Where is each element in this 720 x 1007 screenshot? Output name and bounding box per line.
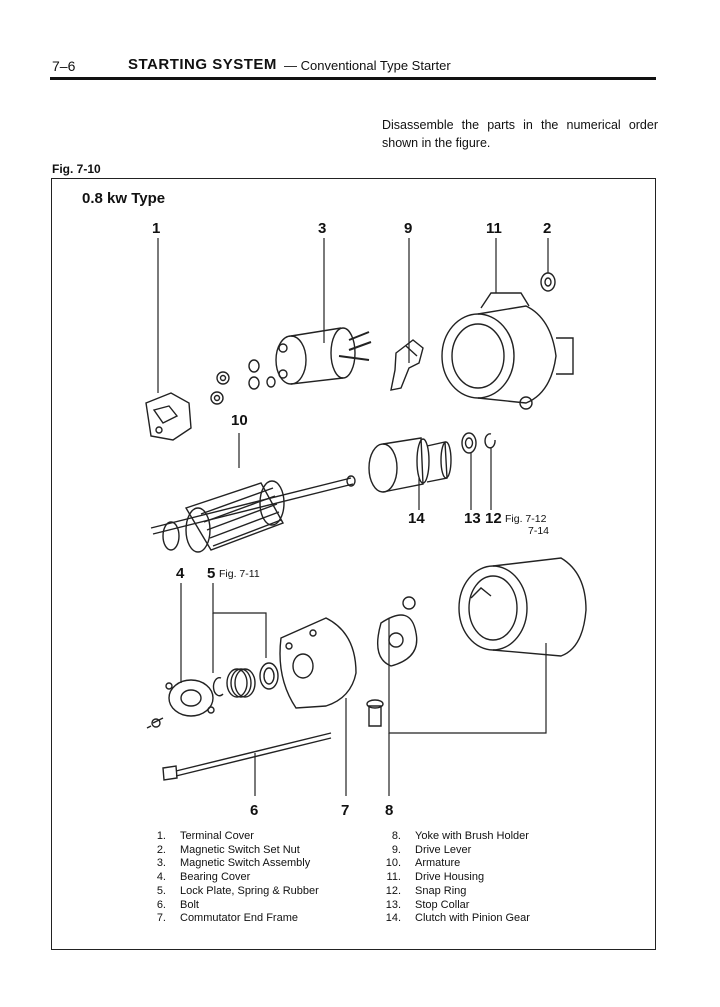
legend-item: 12.Snap Ring xyxy=(385,884,467,897)
section-subtitle: — Conventional Type Starter xyxy=(284,58,451,73)
callout-5-ref: Fig. 7-11 xyxy=(219,568,260,580)
set-nut-part xyxy=(540,272,556,292)
legend-item: 2.Magnetic Switch Set Nut xyxy=(156,843,300,856)
armature-part xyxy=(150,475,356,553)
callout-13: 13 xyxy=(464,510,481,527)
yoke-part xyxy=(458,557,587,657)
legend-item: 11.Drive Housing xyxy=(386,871,485,884)
legend-item: 4.Bearing Cover xyxy=(156,871,251,884)
frame-bolt-part xyxy=(366,699,384,727)
leader-lines xyxy=(157,238,549,796)
legend-item: 9.Drive Lever xyxy=(391,843,472,856)
figure-label: Fig. 7-10 xyxy=(52,162,101,176)
exploded-view-diagram xyxy=(145,238,587,796)
through-bolt-part xyxy=(162,732,332,781)
terminal-cover-part xyxy=(145,392,192,441)
switch-nuts-part xyxy=(210,359,276,405)
page-number: 7–6 xyxy=(52,58,76,74)
callout-9: 9 xyxy=(404,220,413,237)
brush-holder-part xyxy=(377,596,418,667)
callout-6: 6 xyxy=(250,802,259,819)
callout-4: 4 xyxy=(176,565,185,582)
legend-item: 5.Lock Plate, Spring & Rubber xyxy=(156,884,319,897)
callout-12: 12 xyxy=(485,510,502,527)
bearing-cover-part xyxy=(146,679,215,729)
callout-5: 5 xyxy=(207,565,216,582)
drive-housing-part xyxy=(441,292,574,410)
figure-frame xyxy=(51,178,656,950)
drive-lever-part xyxy=(390,339,424,391)
callout-8: 8 xyxy=(385,802,394,819)
lock-plate-spring-rubber-part xyxy=(212,662,279,698)
figure-type-title: 0.8 kw Type xyxy=(82,190,166,207)
legend-right: 8.Yoke with Brush Holder 9.Drive Lever 1… xyxy=(375,830,530,926)
legend-item: 6.Bolt xyxy=(156,898,199,911)
callout-11: 11 xyxy=(486,220,502,237)
legend-item: 1.Terminal Cover xyxy=(156,830,254,842)
legend-left: 1.Terminal Cover 2.Magnetic Switch Set N… xyxy=(140,830,319,926)
header-rule xyxy=(50,77,656,80)
commutator-end-frame-part xyxy=(279,617,357,709)
callout-12-ref-a: Fig. 7-12 xyxy=(505,513,547,525)
callout-1: 1 xyxy=(152,220,161,237)
snap-ring-part xyxy=(484,433,496,449)
legend-item: 13.Stop Collar xyxy=(385,898,470,911)
stop-collar-part xyxy=(461,432,477,454)
section-title: STARTING SYSTEM xyxy=(128,56,277,73)
legend-item: 8.Yoke with Brush Holder xyxy=(391,830,529,842)
legend-item: 7.Commutator End Frame xyxy=(156,912,298,925)
callout-7: 7 xyxy=(341,802,350,819)
callout-12-ref-b: 7-14 xyxy=(528,525,550,537)
legend-item: 3.Magnetic Switch Assembly xyxy=(156,857,311,870)
callout-10: 10 xyxy=(231,412,248,429)
legend-item: 10.Armature xyxy=(385,857,461,870)
instruction-text: Disassemble the parts in the numerical o… xyxy=(382,118,658,150)
callout-14: 14 xyxy=(408,510,425,527)
clutch-pinion-part xyxy=(368,437,452,493)
callout-3: 3 xyxy=(318,220,327,237)
callout-2: 2 xyxy=(543,220,552,237)
legend-item: 14.Clutch with Pinion Gear xyxy=(385,912,530,925)
magnetic-switch-part xyxy=(275,327,372,385)
